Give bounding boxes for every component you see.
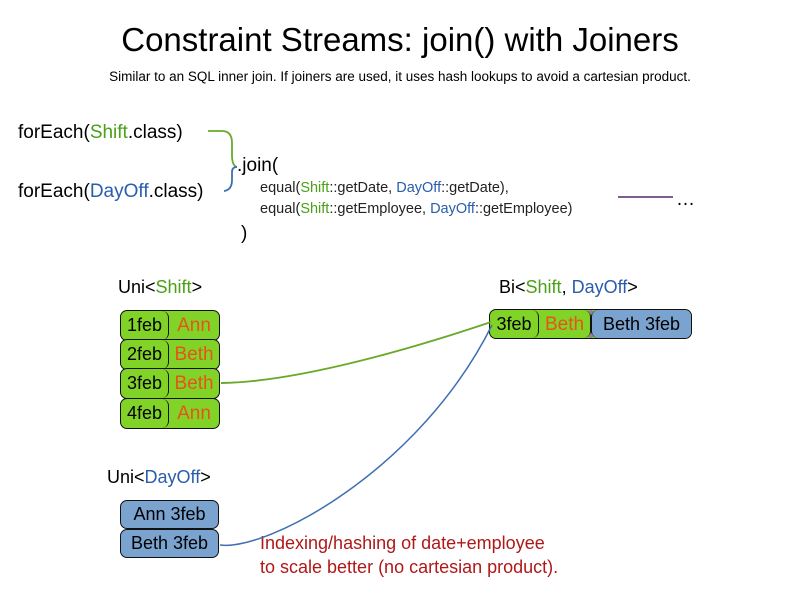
code-arg1-prefix: equal( <box>260 180 301 196</box>
annotation-line-2: to scale better (no cartesian product). <box>260 557 559 577</box>
code-arg1-left-ref: ::getDate, <box>329 180 397 196</box>
code-arg1-left-type: Shift <box>300 180 330 196</box>
code-token-dayoff: DayOff <box>89 181 149 202</box>
code-foreach-shift-suffix: .class) <box>127 122 183 143</box>
label-uni-shift: Uni<Shift> <box>118 276 202 298</box>
continuation-rule <box>618 196 673 198</box>
page-title: Constraint Streams: join() with Joiners <box>121 21 679 58</box>
annotation-line-1: Indexing/hashing of date+employee <box>260 533 545 553</box>
label-bi-suffix: > <box>627 277 638 297</box>
shift-date: 4feb <box>121 399 169 428</box>
code-arg2-prefix: equal( <box>260 201 301 217</box>
shift-fact-box: 1feb Ann <box>120 310 220 341</box>
annotation-text: Indexing/hashing of date+employee to sca… <box>260 531 558 579</box>
label-uni-dayoff-type: DayOff <box>144 467 201 487</box>
connector-shift-to-join <box>208 130 238 168</box>
label-uni-dayoff-suffix: > <box>200 467 211 487</box>
code-foreach-shift: forEach(Shift.class) <box>18 121 183 145</box>
label-uni-shift-type: Shift <box>155 277 192 297</box>
dayoff-text: Ann 3feb <box>133 504 206 524</box>
shift-fact-box: 4feb Ann <box>120 398 220 429</box>
shift-employee: Ann <box>177 403 211 424</box>
tuple-junction-dot <box>589 310 593 314</box>
shift-fact-box: 3feb Beth <box>120 368 220 399</box>
connector-shift-match-to-tuple <box>220 321 492 384</box>
shift-date: 3feb <box>121 369 169 398</box>
label-bi-separator: , <box>561 277 572 297</box>
label-uni-dayoff-prefix: Uni< <box>107 467 145 487</box>
dayoff-fact-box: Ann 3feb <box>120 500 219 529</box>
label-bi-shift-dayoff: Bi<Shift, DayOff> <box>499 276 638 298</box>
code-joiner-equal-date: equal(Shift::getDate, DayOff::getDate), <box>260 178 509 198</box>
shift-date: 1feb <box>121 311 169 340</box>
code-join-open: .join( <box>237 155 279 176</box>
code-arg1-right-ref: ::getDate), <box>441 180 509 196</box>
code-foreach-dayoff-prefix: forEach( <box>18 181 90 202</box>
shift-employee: Ann <box>177 315 211 336</box>
shift-employee: Beth <box>174 344 214 365</box>
code-arg1-right-type: DayOff <box>396 180 442 196</box>
code-join-close: ) <box>241 223 248 244</box>
bi-shift-employee: Beth <box>539 310 591 338</box>
code-arg2-left-ref: ::getEmployee, <box>329 201 431 217</box>
label-bi-prefix: Bi< <box>499 277 526 297</box>
dayoff-fact-box: Beth 3feb <box>120 529 219 558</box>
label-uni-shift-suffix: > <box>191 277 203 297</box>
code-foreach-shift-prefix: forEach( <box>18 122 90 143</box>
label-bi-type-b: DayOff <box>571 277 628 297</box>
code-foreach-dayoff-suffix: .class) <box>148 181 204 202</box>
shift-employee: Beth <box>174 373 214 394</box>
code-arg2-right-type: DayOff <box>430 201 475 217</box>
label-uni-dayoff: Uni<DayOff> <box>107 466 211 488</box>
code-foreach-dayoff: forEach(DayOff.class) <box>18 180 204 204</box>
connector-dayoff-match-to-tuple <box>219 324 493 547</box>
code-token-shift: Shift <box>89 122 128 143</box>
label-bi-type-a: Shift <box>525 277 562 297</box>
tuple-junction-dot <box>589 334 593 338</box>
bi-tuple-box: 3feb Beth Beth 3feb <box>489 309 692 339</box>
dayoff-text: Beth 3feb <box>130 533 209 553</box>
code-joiner-equal-employee: equal(Shift::getEmployee, DayOff::getEmp… <box>260 199 572 219</box>
bi-shift-date: 3feb <box>490 310 539 338</box>
label-uni-shift-prefix: Uni< <box>118 277 156 297</box>
code-arg2-left-type: Shift <box>300 201 330 217</box>
connector-dayoff-to-join <box>223 166 238 192</box>
page-subtitle: Similar to an SQL inner join. If joiners… <box>109 69 691 84</box>
bi-dayoff-text: Beth 3feb <box>591 310 691 338</box>
code-arg2-right-ref: ::getEmployee) <box>474 201 573 217</box>
shift-fact-box: 2feb Beth <box>120 339 220 370</box>
continuation-ellipsis: … <box>676 189 695 210</box>
shift-date: 2feb <box>121 340 169 369</box>
